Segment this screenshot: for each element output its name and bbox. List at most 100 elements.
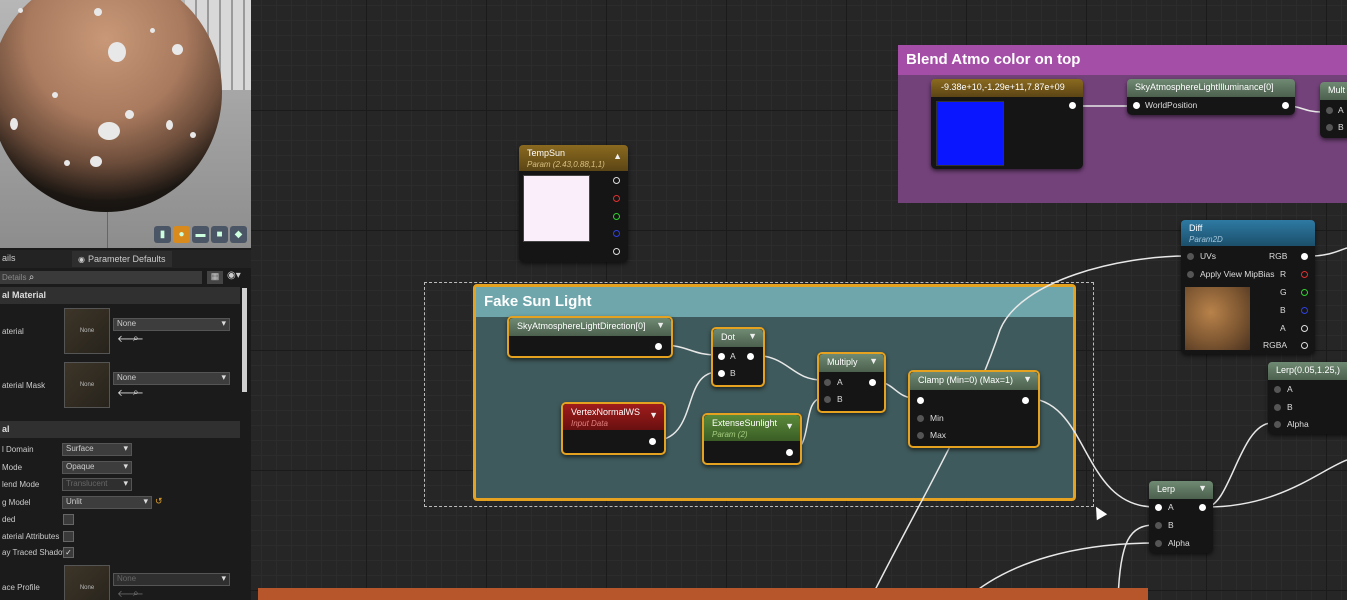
output-pin-rgb[interactable]: [613, 177, 620, 184]
output-pin[interactable]: [655, 343, 662, 350]
output-pin-rgb[interactable]: [1301, 253, 1308, 260]
node-multiply[interactable]: Multiply ▼ A B: [817, 352, 886, 413]
collapse-arrow-icon[interactable]: ▼: [1198, 483, 1207, 493]
node-diff-texture[interactable]: Diff Param2D UVs Apply View MipBias RGB …: [1181, 220, 1315, 354]
collapse-arrow-icon[interactable]: ▼: [656, 320, 665, 330]
input-pin-mipbias[interactable]: [1187, 271, 1194, 278]
node-dot[interactable]: Dot ▼ A B: [711, 327, 765, 387]
output-pin[interactable]: [1022, 397, 1029, 404]
input-pin-min[interactable]: [917, 415, 924, 422]
sphere-spot: [125, 110, 134, 119]
category-physical-material[interactable]: al Material: [0, 287, 240, 304]
pin-label-alpha: Alpha: [1287, 419, 1309, 429]
plane-icon[interactable]: ▬: [192, 226, 209, 243]
cube-icon[interactable]: ■: [211, 226, 228, 243]
node-clamp[interactable]: Clamp (Min=0) (Max=1) ▼ Min Max: [908, 370, 1040, 448]
tab-parameter-defaults[interactable]: ◉ Parameter Defaults: [72, 251, 172, 267]
output-pin[interactable]: [1069, 102, 1076, 109]
output-pin-a[interactable]: [1301, 325, 1308, 332]
eye-icon[interactable]: ◉▾: [227, 270, 241, 281]
material-domain-dropdown[interactable]: Surface: [62, 443, 132, 456]
node-sky-light-direction[interactable]: SkyAtmosphereLightDirection[0] ▼: [507, 316, 673, 358]
teapot-icon[interactable]: ◆: [230, 226, 247, 243]
comment-box-partial[interactable]: [258, 588, 1148, 600]
input-pin-alpha[interactable]: [1155, 540, 1162, 547]
sphere-spot: [108, 42, 126, 62]
cylinder-icon[interactable]: ▮: [154, 226, 171, 243]
use-selected-arrow-icon: 🡐: [117, 589, 144, 600]
output-pin-a[interactable]: [613, 248, 620, 255]
node-lerp[interactable]: Lerp ▼ A B Alpha: [1149, 481, 1213, 553]
property-matrix-icon[interactable]: ▦: [207, 271, 223, 284]
output-pin-b[interactable]: [1301, 307, 1308, 314]
input-pin-uvs[interactable]: [1187, 253, 1194, 260]
search-icon[interactable]: ⌕: [28, 272, 35, 283]
node-vertex-normal-ws-title: VertexNormalWS: [571, 407, 641, 417]
output-pin[interactable]: [747, 353, 754, 360]
shading-model-dropdown[interactable]: Unlit: [62, 496, 152, 509]
output-pin-b[interactable]: [613, 230, 620, 237]
input-pin-b[interactable]: [824, 396, 831, 403]
output-pin[interactable]: [1199, 504, 1206, 511]
input-pin-alpha[interactable]: [1274, 421, 1281, 428]
output-pin-rgba[interactable]: [1301, 342, 1308, 349]
node-multiply-partial[interactable]: Mult A B: [1320, 82, 1347, 138]
output-pin[interactable]: [1282, 102, 1289, 109]
sphere-icon[interactable]: ●: [173, 226, 190, 243]
node-extense-sunlight[interactable]: ExtenseSunlight Param (2) ▼: [702, 413, 802, 465]
physical-material-thumbnail[interactable]: None: [64, 308, 110, 354]
input-pin-b[interactable]: [718, 370, 725, 377]
node-sky-illuminance[interactable]: SkyAtmosphereLightIlluminance[0] WorldPo…: [1127, 79, 1295, 115]
use-material-attributes-checkbox[interactable]: [63, 531, 74, 542]
node-tempsun-header: TempSun Param (2.43,0.88,1,1) ▲: [519, 145, 628, 171]
input-pin-worldposition[interactable]: [1133, 102, 1140, 109]
input-pin-a[interactable]: [1155, 504, 1162, 511]
collapse-arrow-icon[interactable]: ▼: [1023, 374, 1032, 384]
input-pin-a[interactable]: [1274, 386, 1281, 393]
tab-details[interactable]: ails: [2, 253, 16, 263]
node-tempsun[interactable]: TempSun Param (2.43,0.88,1,1) ▲: [519, 145, 628, 262]
input-pin-a[interactable]: [1326, 107, 1333, 114]
input-pin-b[interactable]: [1274, 404, 1281, 411]
collapse-arrow-icon[interactable]: ▼: [748, 331, 757, 341]
node-lerp-param[interactable]: Lerp(0.05,1.25,) A B Alpha: [1268, 362, 1347, 434]
use-selected-arrow-icon[interactable]: 🡐: [117, 388, 144, 399]
blend-mode-dropdown[interactable]: Opaque: [62, 461, 132, 474]
node-constant-vector[interactable]: -9.38e+10,-1.29e+11,7.87e+09: [931, 79, 1083, 169]
collapse-arrow-icon[interactable]: ▼: [649, 410, 658, 420]
output-pin[interactable]: [869, 379, 876, 386]
use-selected-arrow-icon[interactable]: 🡐: [117, 334, 144, 345]
browse-search-icon[interactable]: ⌕: [133, 333, 139, 344]
input-pin-max[interactable]: [917, 432, 924, 439]
input-pin-a[interactable]: [824, 379, 831, 386]
pin-label-a: A: [837, 377, 843, 387]
output-pin[interactable]: [649, 438, 656, 445]
ray-traced-shadow-checkbox[interactable]: ✓: [63, 547, 74, 558]
output-pin-r[interactable]: [1301, 271, 1308, 278]
output-pin-r[interactable]: [613, 195, 620, 202]
output-pin-g[interactable]: [1301, 289, 1308, 296]
collapse-arrow-icon[interactable]: ▼: [869, 356, 878, 366]
category-material[interactable]: al: [0, 421, 240, 438]
browse-search-icon[interactable]: ⌕: [133, 387, 139, 398]
physical-material-mask-thumbnail[interactable]: None: [64, 362, 110, 408]
physical-material-dropdown[interactable]: None: [113, 318, 230, 331]
input-pin-b[interactable]: [1326, 124, 1333, 131]
collapse-arrow-icon[interactable]: ▼: [785, 421, 794, 431]
two-sided-checkbox[interactable]: [63, 514, 74, 525]
node-vertex-normal-ws[interactable]: VertexNormalWS Input Data ▼: [561, 402, 666, 455]
output-pin[interactable]: [786, 449, 793, 456]
input-pin-a[interactable]: [718, 353, 725, 360]
input-pin-b[interactable]: [1155, 522, 1162, 529]
material-preview-viewport[interactable]: ▮ ● ▬ ■ ◆: [0, 0, 251, 248]
input-pin-value[interactable]: [917, 397, 924, 404]
pin-label-a: A: [1287, 384, 1293, 394]
reset-arrow-icon[interactable]: ↺: [155, 496, 163, 506]
physical-material-mask-dropdown[interactable]: None: [113, 372, 230, 385]
output-pin-g[interactable]: [613, 213, 620, 220]
subsurface-profile-thumbnail[interactable]: None: [64, 565, 110, 600]
details-search-input[interactable]: Details ⌕: [0, 271, 202, 284]
collapse-arrow-icon[interactable]: ▲: [613, 151, 622, 161]
details-scrollbar[interactable]: [242, 288, 247, 392]
pin-label-alpha: Alpha: [1168, 538, 1190, 548]
